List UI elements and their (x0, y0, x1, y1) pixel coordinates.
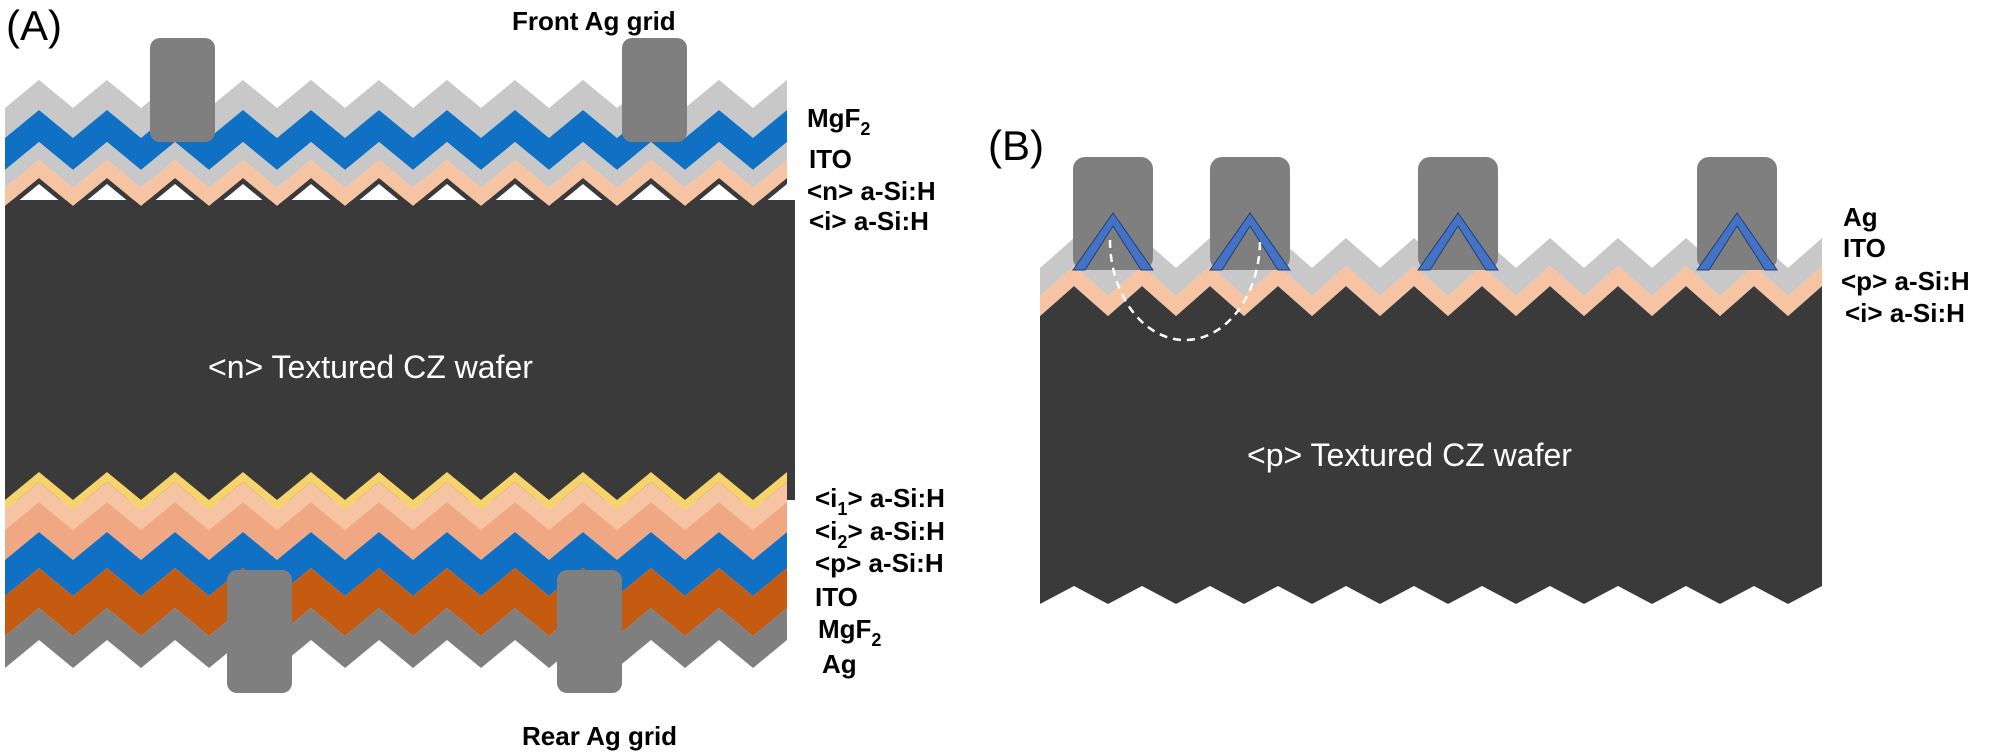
panel-b-letter: (B) (988, 122, 1044, 169)
a-p-asi-layer (5, 502, 787, 560)
a-ito-rear-layer (5, 532, 787, 596)
b-ag-fingers (1072, 157, 1778, 271)
b-ag-contact-1 (1072, 212, 1154, 271)
b-wafer-label: <p> Textured CZ wafer (1247, 437, 1572, 473)
b-wafer (1040, 286, 1822, 604)
a-front-grid-finger-2 (622, 38, 687, 142)
panel-a-letter: (A) (6, 2, 62, 49)
a-wafer (5, 200, 795, 500)
a-label-ito-front: ITO (809, 144, 852, 174)
b-ag-contact-2 (1209, 212, 1291, 271)
b-label-ito: ITO (1843, 233, 1886, 263)
b-contact-highlight-circle (1108, 239, 1262, 342)
a-i1-asi-layer (5, 472, 787, 510)
a-i2-asi-layer (5, 482, 787, 530)
a-label-p-asi: <p> a-Si:H (815, 548, 944, 578)
panel-b (1040, 157, 1822, 604)
a-i-asi-layer (5, 160, 787, 206)
a-wafer-top-edge (5, 178, 787, 212)
b-i-asi-layer (1040, 266, 1822, 316)
a-label-i2-asi: <i2> a-Si:H (815, 516, 945, 552)
front-ag-grid-label: Front Ag grid (512, 6, 676, 36)
b-label-p-asi: <p> a-Si:H (1841, 266, 1970, 296)
a-front-grid-finger-1 (150, 38, 215, 142)
a-label-i-asi: <i> a-Si:H (809, 206, 929, 236)
a-ito-front-layer (5, 110, 787, 170)
rear-ag-grid-label: Rear Ag grid (522, 721, 677, 751)
b-label-ag: Ag (1843, 202, 1878, 232)
a-rear-grid-finger-2 (557, 570, 622, 693)
b-ag-contact-3 (1417, 212, 1499, 271)
a-label-ag-rear: Ag (822, 649, 857, 679)
a-wafer-label: <n> Textured CZ wafer (208, 349, 533, 385)
a-label-n-asi: <n> a-Si:H (807, 176, 936, 206)
b-label-i-asi: <i> a-Si:H (1845, 298, 1965, 328)
b-ag-contact-4 (1696, 212, 1778, 271)
panel-a (5, 38, 795, 693)
a-label-i1-asi: <i1> a-Si:H (815, 483, 945, 519)
a-label-mgf2-rear: MgF2 (818, 614, 881, 650)
a-n-asi-layer (5, 142, 787, 188)
a-label-mgf2-front: MgF2 (807, 103, 870, 139)
a-rear-grid-finger-1 (227, 570, 292, 693)
a-rear-layer-stack (5, 472, 787, 668)
a-label-ito-rear: ITO (815, 582, 858, 612)
